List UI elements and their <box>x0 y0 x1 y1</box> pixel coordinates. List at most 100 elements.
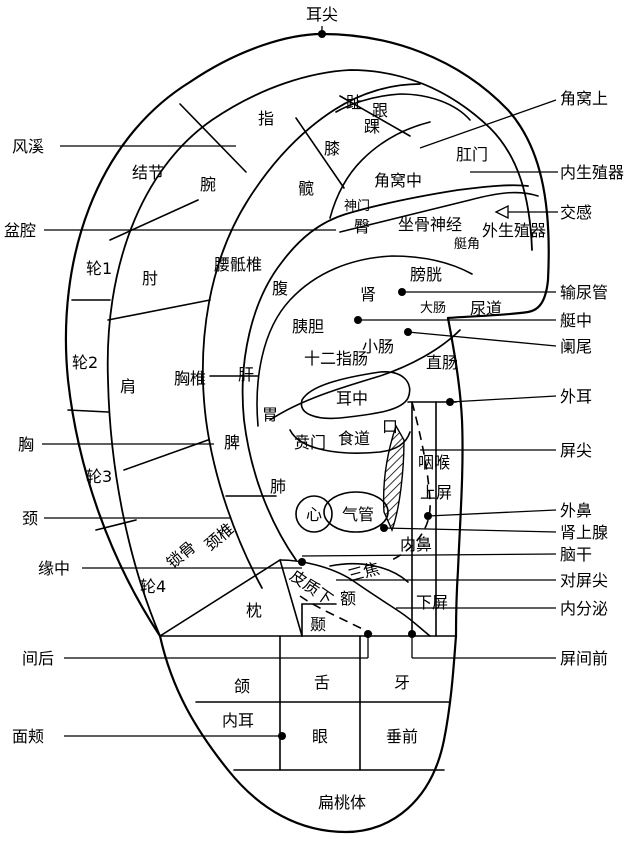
point-dots <box>278 30 454 740</box>
zone-knee: 膝 <box>324 139 340 158</box>
zone-throat: 咽喉 <box>418 453 450 472</box>
zone-ear-center: 耳中 <box>336 389 368 408</box>
zone-eye: 眼 <box>312 727 328 746</box>
zone-triangular-fossa: 角窝中 <box>374 171 422 190</box>
tragus-dash-lower <box>299 595 373 635</box>
throat-hatch <box>382 424 405 532</box>
zone-trachea: 气管 <box>342 505 374 524</box>
zone-lung: 肺 <box>270 477 286 496</box>
heart-circle <box>295 495 333 533</box>
zone-stomach: 胃 <box>262 405 278 424</box>
trachea-bubble <box>323 491 389 533</box>
label-neck: 颈 <box>22 509 38 528</box>
zone-helix3: 轮3 <box>86 467 112 486</box>
label-appendix: 阑尾 <box>560 337 592 356</box>
label-wind-stream: 风溪 <box>12 137 44 156</box>
zone-helix1: 轮1 <box>86 259 112 278</box>
zone-anus: 肛门 <box>456 145 488 164</box>
helix-div-2 <box>67 409 109 413</box>
label-pelvis: 盆腔 <box>4 221 36 240</box>
zone-jaw: 颌 <box>234 677 250 696</box>
zone-heel: 跟 <box>372 101 388 120</box>
fossa-div-toe <box>339 95 411 137</box>
subcortex-line <box>279 559 431 637</box>
label-ear-apex: 耳尖 <box>306 5 338 24</box>
zone-thoracic: 胸椎 <box>174 369 206 388</box>
label-chest: 胸 <box>18 435 34 454</box>
zone-rectum: 直肠 <box>426 353 458 372</box>
zone-duodenum: 十二指肠 <box>304 349 368 368</box>
external-labels: 耳尖 风溪 盆腔 胸 颈 缘中 间后 面颊 角窝上 内生殖器 交感 输尿管 艇中… <box>4 5 624 746</box>
tragus-edge <box>446 316 464 638</box>
label-antitragus-apex: 对屏尖 <box>560 571 608 590</box>
zone-tongue: 舌 <box>314 673 330 692</box>
ear-lobe-outline <box>158 634 458 834</box>
zone-forehead: 额 <box>340 589 356 608</box>
concha-floor <box>269 329 461 421</box>
zone-wrist: 腕 <box>200 175 216 194</box>
label-posterior-intertragus: 间后 <box>22 649 54 668</box>
zone-cardia: 贲门 <box>294 433 326 452</box>
leader-lines <box>42 26 558 737</box>
cymba-upper <box>339 191 539 233</box>
triangular-fossa-inner <box>329 121 431 219</box>
zone-sympathetic-short: 神门 <box>344 199 370 214</box>
scapha-div-finger <box>179 103 247 173</box>
zone-shoulder: 肩 <box>120 377 136 396</box>
zone-mouth: 口 <box>382 417 398 436</box>
label-brainstem: 脑干 <box>560 545 592 564</box>
zone-pancreas-gall: 胰胆 <box>292 317 324 336</box>
zone-occiput: 枕 <box>246 601 262 620</box>
zone-external-genitals: 外生殖器 <box>482 221 546 240</box>
zone-ankle: 踝 <box>364 117 380 136</box>
zone-bladder: 膀胱 <box>410 265 442 284</box>
zone-hip: 髋 <box>298 179 314 198</box>
zone-large-intestine: 大肠 <box>420 301 446 316</box>
zone-corner: 艇角 <box>454 237 480 252</box>
zone-tonsil: 扁桃体 <box>318 793 366 812</box>
zone-buttock: 臀 <box>354 217 370 236</box>
zone-liver: 肝 <box>238 365 254 384</box>
fossa-div-hip <box>295 117 345 189</box>
ear-center-capsule <box>300 371 411 420</box>
label-adrenal: 肾上腺 <box>560 523 608 542</box>
zone-elbow: 肘 <box>142 269 158 288</box>
zone-toe: 趾 <box>346 93 362 112</box>
label-anterior-intertragus: 屏间前 <box>560 649 608 668</box>
scapha-div-elbow <box>107 299 211 321</box>
scapha-div-wrist <box>109 199 199 241</box>
zone-clavicle: 锁骨 <box>163 537 200 572</box>
label-ureter: 输尿管 <box>560 283 608 302</box>
zone-inner-ear: 内耳 <box>222 711 254 730</box>
zone-inner-nose: 内鼻 <box>400 535 432 554</box>
antihelix-inner-line <box>241 184 529 561</box>
zone-lumbosacral: 腰骶椎 <box>214 255 262 274</box>
zone-triple-burner: 三焦 <box>346 559 382 586</box>
scapha-div-shoulder <box>123 439 209 471</box>
label-cheek: 面颊 <box>12 727 44 746</box>
cymba-lower <box>256 255 473 427</box>
label-border-center: 缘中 <box>38 559 70 578</box>
triangular-fossa-top <box>335 93 471 121</box>
antitragus-wedge <box>159 558 303 637</box>
zone-finger: 指 <box>258 109 274 128</box>
zone-lower-screen: 下屏 <box>416 593 448 612</box>
label-internal-genitals: 内生殖器 <box>560 163 624 182</box>
zone-small-intestine: 小肠 <box>362 337 394 356</box>
zone-kidney: 肾 <box>360 285 376 304</box>
label-tragus-apex: 屏尖 <box>560 441 592 460</box>
zone-temple: 颞 <box>310 615 326 634</box>
zone-subcortex: 皮质下 <box>286 566 336 609</box>
zone-upper-screen: 上屏 <box>420 483 452 502</box>
label-cymba-center: 艇中 <box>560 311 592 330</box>
label-sympathetic: 交感 <box>560 203 592 222</box>
helix-div-3 <box>95 519 137 531</box>
zone-urethra: 尿道 <box>470 299 502 318</box>
zone-sciatic: 坐骨神经 <box>398 215 462 234</box>
zone-anterior-lobe: 垂前 <box>386 727 418 746</box>
tragus-dash-upper <box>391 401 431 561</box>
zone-tubercle: 结节 <box>132 163 164 182</box>
zone-tooth: 牙 <box>394 673 410 692</box>
label-external-nose: 外鼻 <box>560 501 592 520</box>
